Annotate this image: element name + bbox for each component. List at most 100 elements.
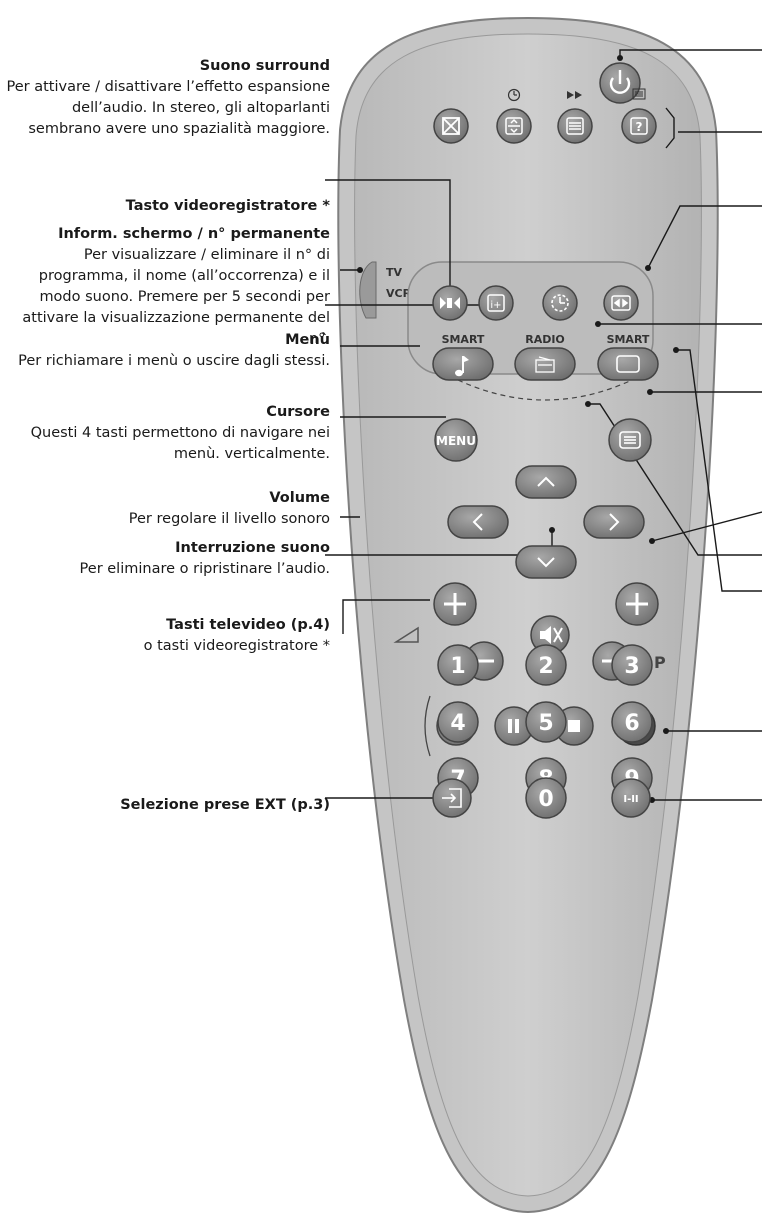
smart-picture-button[interactable] xyxy=(597,347,659,381)
program-label: P xyxy=(654,653,666,672)
chevron-right-icon xyxy=(609,513,620,531)
digit-label: 6 xyxy=(624,711,639,736)
transport-bracket xyxy=(424,695,431,757)
chevron-left-icon xyxy=(472,513,483,531)
teletext-button[interactable] xyxy=(608,418,652,462)
digit-label: 2 xyxy=(538,654,553,679)
power-button[interactable] xyxy=(599,62,641,104)
label-ext-title: Selezione prese EXT (p.3) xyxy=(120,797,330,813)
teletext-list-icon xyxy=(632,88,646,100)
teletext-page-icon xyxy=(566,117,584,135)
sleep-timer-button[interactable] xyxy=(542,285,578,321)
label-info: Inform. schermo / n° permanente Per visu… xyxy=(0,224,330,350)
screen-icon xyxy=(616,355,640,373)
label-info-title: Inform. schermo / n° permanente xyxy=(58,226,330,242)
radio-label: RADIO xyxy=(525,333,565,346)
leader-lines-right xyxy=(588,49,762,801)
ext-select-button[interactable] xyxy=(432,778,472,818)
label-mute-desc: Per eliminare o ripristinare l’audio. xyxy=(79,561,330,577)
sleep-clock-icon xyxy=(551,294,569,312)
digit-label: 4 xyxy=(450,711,465,736)
menu-button-label: MENU xyxy=(436,434,476,448)
label-menu-desc: Per richiamare i menù o uscire dagli ste… xyxy=(18,353,330,369)
label-volume-title: Volume xyxy=(269,490,330,506)
cursor-right-button[interactable] xyxy=(583,505,645,539)
chevron-up-icon xyxy=(537,476,555,487)
pause-icon xyxy=(508,719,519,733)
surround-icon xyxy=(442,117,460,135)
teletext-icon xyxy=(619,431,641,449)
teletext-hold-button[interactable] xyxy=(557,91,593,144)
digit-button-2[interactable]: 2 xyxy=(525,644,567,686)
label-cursor: Cursore Questi 4 tasti permettono di nav… xyxy=(0,402,330,465)
timer-button[interactable] xyxy=(496,88,532,144)
menu-button[interactable]: MENU xyxy=(434,418,478,462)
digit-button-3[interactable]: 3 xyxy=(611,644,653,686)
label-vcr-key: Tasto videoregistratore * xyxy=(0,196,330,217)
vcr-key-button[interactable] xyxy=(432,285,468,321)
label-menu-title: Menù xyxy=(285,332,330,348)
label-surround: Suono surround Per attivare / disattivar… xyxy=(0,56,331,140)
surround-button[interactable] xyxy=(433,108,469,144)
radio-icon xyxy=(535,356,555,373)
music-note-icon xyxy=(455,356,469,377)
label-ext: Selezione prese EXT (p.3) xyxy=(0,795,330,816)
teletext-help-button[interactable]: ? xyxy=(621,88,657,144)
label-mute: Interruzione suono Per eliminare o ripri… xyxy=(0,538,330,580)
digit-button-4[interactable]: 4 xyxy=(437,701,479,743)
label-teletext-title: Tasti televideo (p.4) xyxy=(166,617,330,633)
label-cursor-desc: Questi 4 tasti permettono di navigare ne… xyxy=(30,425,330,462)
stop-icon xyxy=(568,720,580,732)
mute-icon xyxy=(540,626,563,644)
clock-icon xyxy=(507,88,521,102)
mute-button[interactable] xyxy=(530,615,570,655)
switch-tv-label: TV xyxy=(386,266,403,279)
label-menu: Menù Per richiamare i menù o uscire dagl… xyxy=(0,330,330,372)
digit-button-0[interactable]: 0 xyxy=(525,777,567,819)
radio-button[interactable] xyxy=(514,347,576,381)
bracket-line xyxy=(665,107,675,149)
label-surround-title: Suono surround xyxy=(199,58,330,74)
digit-button-5[interactable]: 5 xyxy=(525,701,567,743)
dual-sound-label: I-II xyxy=(623,794,638,805)
plus-icon xyxy=(444,593,466,615)
label-volume-desc: Per regolare il livello sonoro xyxy=(128,511,330,527)
info-button[interactable]: i+ xyxy=(478,285,514,321)
cursor-left-button[interactable] xyxy=(447,505,509,539)
fast-forward-icon xyxy=(567,91,582,99)
cursor-up-button[interactable] xyxy=(515,465,577,499)
digit-button-1[interactable]: 1 xyxy=(437,644,479,686)
question-icon: ? xyxy=(636,120,643,134)
label-volume: Volume Per regolare il livello sonoro xyxy=(0,488,330,530)
smart-sound-button[interactable] xyxy=(432,347,494,381)
dual-sound-button[interactable]: I-II xyxy=(611,778,651,818)
format-button[interactable] xyxy=(603,285,639,321)
label-mute-title: Interruzione suono xyxy=(175,540,330,556)
smart-right-label: SMART xyxy=(607,333,650,346)
plus-icon xyxy=(626,593,648,615)
label-vcr-key-title: Tasto videoregistratore * xyxy=(125,198,330,214)
label-cursor-title: Cursore xyxy=(266,404,330,420)
digit-label: 1 xyxy=(450,654,465,679)
tv-vcr-switch[interactable] xyxy=(359,261,377,319)
label-surround-desc: Per attivare / disattivare l’effetto esp… xyxy=(6,79,331,137)
volume-up-button[interactable] xyxy=(433,582,477,626)
volume-wedge-icon xyxy=(393,626,419,643)
switch-vcr-label: VCR xyxy=(386,287,412,300)
cursor-down-button[interactable] xyxy=(515,545,577,579)
power-icon xyxy=(609,70,631,94)
label-teletext: Tasti televideo (p.4) o tasti videoregis… xyxy=(0,615,330,657)
digit-button-6[interactable]: 6 xyxy=(611,701,653,743)
teletext-reveal-icon xyxy=(505,117,523,135)
chevron-down-icon xyxy=(537,557,555,568)
info-plus-icon: i+ xyxy=(490,300,501,311)
smart-left-label: SMART xyxy=(442,333,485,346)
smart-dashed-arc xyxy=(457,379,633,401)
input-source-icon xyxy=(442,788,462,808)
program-up-button[interactable] xyxy=(615,582,659,626)
vcr-icon xyxy=(440,297,460,309)
digit-label: 0 xyxy=(538,787,553,812)
digit-label: 3 xyxy=(624,654,639,679)
